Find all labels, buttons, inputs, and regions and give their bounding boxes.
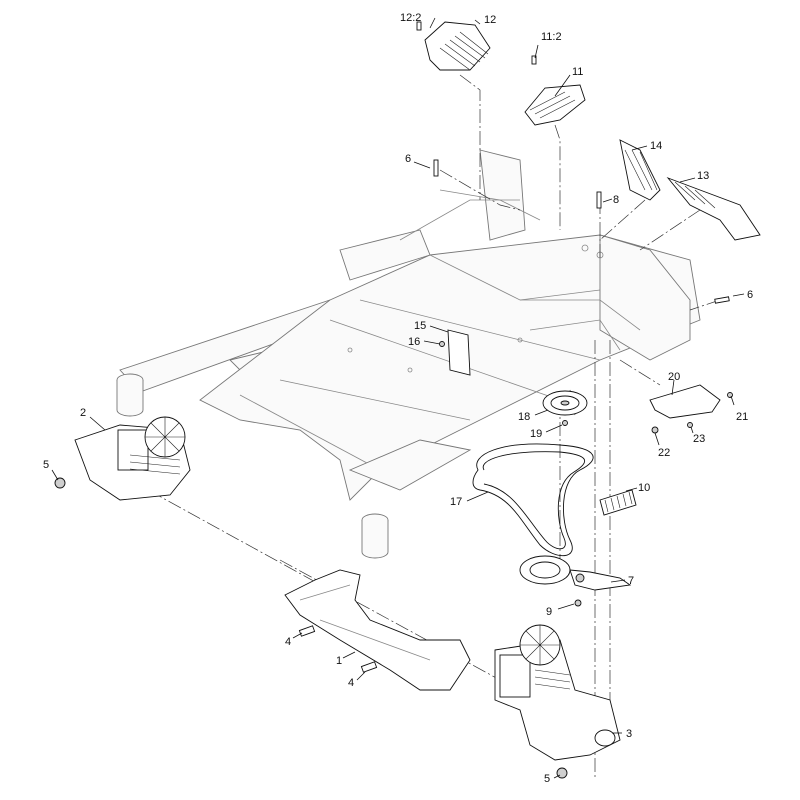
callout-8: 8 [613,194,619,206]
callout-13: 13 [697,170,709,182]
part-17-belt [472,443,594,557]
leader-lines [51,17,745,779]
part-18-pulley [542,390,588,416]
callout-6-right: 6 [747,289,753,301]
callout-15: 15 [414,320,426,332]
callout-14: 14 [650,140,662,152]
part-7-idler [519,555,632,591]
callout-labels: 1 2 3 4 4 5 5 6 6 7 8 9 10 11 11:2 12 12… [43,12,753,785]
callout-12-2: 12:2 [400,12,421,24]
callout-11: 11 [572,66,583,78]
callout-12: 12 [484,14,496,26]
part-11-shield [524,84,586,126]
callout-9: 9 [546,606,552,618]
callout-5-bottom: 5 [544,773,550,785]
part-12-shield [424,21,491,71]
callout-6-top: 6 [405,153,411,165]
callout-4-upper: 4 [285,636,291,648]
callout-11-2: 11:2 [541,31,562,43]
callout-1: 1 [336,655,342,667]
part-2-transaxle [74,416,191,501]
callout-16: 16 [408,336,420,348]
callout-7: 7 [628,575,634,587]
callout-5-left: 5 [43,459,49,471]
callout-17: 17 [450,496,462,508]
part-10-spring [599,489,637,516]
callout-2: 2 [80,407,86,419]
callout-19: 19 [530,428,542,440]
callout-4-lower: 4 [348,677,354,689]
part-3-transaxle [494,624,621,761]
callout-22: 22 [658,447,670,459]
part-14-shield [619,139,661,201]
callout-21: 21 [736,411,748,423]
callout-20: 20 [668,371,680,383]
hardware [54,21,733,779]
callout-18: 18 [518,411,530,423]
part-15-plate [447,329,471,376]
part-13-shield [666,176,761,241]
callout-23: 23 [693,433,705,445]
callout-10: 10 [638,482,650,494]
part-20-bracket [649,384,721,419]
part-1-mount [284,569,471,691]
callout-3: 3 [626,728,632,740]
